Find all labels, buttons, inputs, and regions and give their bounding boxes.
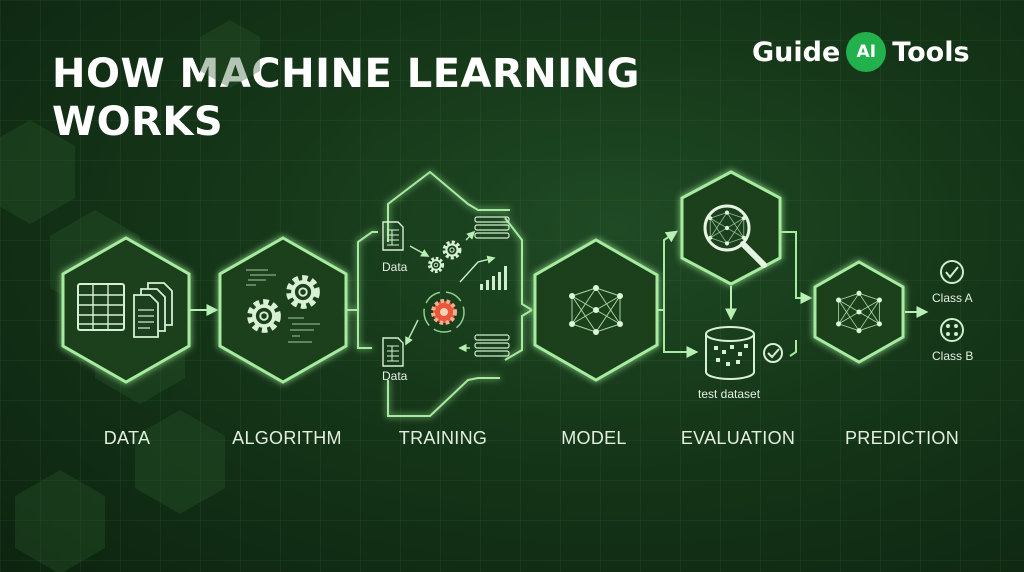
training-bars-top-icon — [474, 216, 510, 239]
brand-text-left: Guide — [752, 36, 841, 68]
stage-label-evaluation: EVALUATION — [680, 428, 796, 448]
stage-data — [61, 236, 191, 384]
stage-label-prediction: PREDICTION — [844, 428, 959, 448]
stage-label-algorithm: ALGORITHM — [232, 428, 342, 448]
class-b-dots-icon — [940, 318, 964, 342]
training-flow-arrows — [405, 230, 476, 353]
stage-label-model: MODEL — [561, 428, 627, 448]
test-dataset-label: test dataset — [698, 387, 761, 401]
evaluation-connectors — [658, 230, 813, 358]
stage-evaluation — [680, 170, 783, 380]
training-data-top-icon — [382, 221, 404, 251]
training-data-top-label: Data — [382, 260, 408, 274]
brand-logo: Guide AI Tools — [752, 30, 970, 74]
stage-label-training: TRAINING — [398, 428, 488, 448]
documents-icon — [133, 282, 173, 338]
spreadsheet-icon — [77, 283, 125, 331]
class-b-label: Class B — [932, 349, 974, 363]
stage-label-data: DATA — [103, 428, 151, 448]
brand-text-right: Tools — [892, 36, 970, 68]
training-trend-arrow — [459, 255, 496, 283]
database-icon — [705, 326, 755, 380]
page-title: HOW MACHINE LEARNING WORKS — [52, 51, 640, 145]
training-small-gear-2-icon — [442, 240, 462, 260]
stage-model — [533, 238, 659, 382]
brand-badge: AI — [846, 32, 887, 72]
training-core-gear-icon — [423, 291, 465, 333]
training-chart-icon — [480, 266, 507, 290]
stage-algorithm — [218, 236, 348, 384]
class-a-check-icon — [940, 260, 964, 284]
training-bars-bottom-icon — [474, 334, 510, 357]
training-data-bottom-label: Data — [382, 369, 408, 383]
check-icon — [763, 343, 783, 363]
training-data-bottom-icon — [382, 337, 404, 367]
training-small-gear-icon — [427, 256, 445, 274]
class-a-label: Class A — [932, 291, 973, 305]
stage-prediction — [813, 260, 905, 364]
magnifier-icon — [703, 204, 767, 268]
stage-training — [347, 170, 533, 417]
code-snippet-icon — [246, 269, 320, 343]
